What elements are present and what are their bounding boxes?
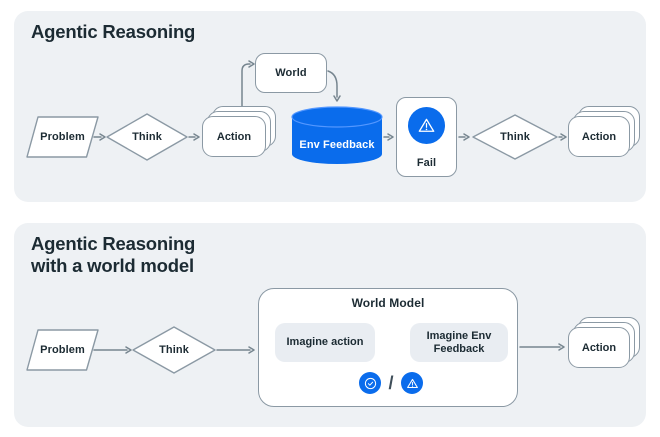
problem-parallelogram bbox=[26, 116, 99, 158]
action-stack-1: Action bbox=[202, 106, 276, 157]
think-diamond bbox=[132, 326, 216, 374]
top-panel-title: Agentic Reasoning bbox=[31, 21, 196, 42]
imagine-action-box: Imagine action bbox=[275, 323, 375, 362]
success-badge bbox=[359, 372, 381, 394]
problem-parallelogram bbox=[26, 329, 99, 371]
panel-agentic-reasoning-world-model: Agentic Reasoning with a world model Pro… bbox=[14, 223, 646, 427]
fail-label: Fail bbox=[416, 156, 437, 169]
action-card-front: Action bbox=[202, 116, 266, 157]
bottom-panel-title: Agentic Reasoning with a world model bbox=[31, 233, 196, 276]
check-circle-icon bbox=[364, 377, 376, 389]
action-label-1: Action bbox=[216, 130, 252, 143]
problem-label: Problem bbox=[40, 130, 85, 143]
warning-triangle-icon bbox=[418, 118, 435, 132]
action-label-2: Action bbox=[581, 130, 617, 143]
panel-agentic-reasoning: Agentic Reasoning Problem Think Action W… bbox=[14, 11, 646, 202]
env-feedback-cylinder bbox=[291, 106, 383, 164]
env-feedback-label: Env Feedback bbox=[299, 138, 375, 151]
action-stack-2: Action bbox=[568, 106, 640, 157]
imagine-env-feedback-box: Imagine Env Feedback bbox=[410, 323, 508, 362]
world-model-label: World Model bbox=[351, 295, 425, 310]
think-label: Think bbox=[159, 343, 189, 356]
cylinder-top bbox=[291, 106, 383, 128]
cylinder-body bbox=[292, 117, 382, 164]
world-box bbox=[255, 53, 327, 93]
top-flow-connectors bbox=[26, 60, 567, 164]
action-card-front: Action bbox=[568, 327, 630, 368]
problem-label: Problem bbox=[40, 343, 85, 356]
arrow-world-to-env bbox=[327, 70, 341, 102]
think-diamond-1 bbox=[106, 113, 188, 161]
think-diamond-2 bbox=[472, 114, 558, 160]
action-stack: Action bbox=[568, 317, 640, 368]
world-label: World bbox=[275, 66, 307, 79]
fail-badge bbox=[408, 107, 445, 144]
warning-triangle-icon bbox=[406, 378, 418, 388]
arrow-action-to-world bbox=[241, 60, 255, 108]
bottom-flow-connectors bbox=[26, 326, 565, 387]
failure-badge bbox=[401, 372, 423, 394]
action-label: Action bbox=[581, 341, 617, 354]
think-label-2: Think bbox=[500, 130, 530, 143]
action-card-front: Action bbox=[568, 116, 630, 157]
slash-separator: / bbox=[388, 372, 394, 393]
think-label-1: Think bbox=[132, 130, 162, 143]
